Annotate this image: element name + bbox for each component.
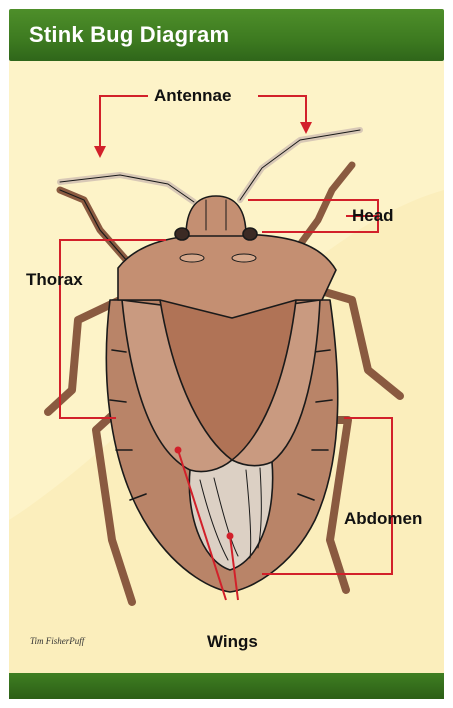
wing-dot-right bbox=[227, 533, 234, 540]
antennae-callout-left bbox=[100, 96, 148, 148]
label-thorax: Thorax bbox=[26, 270, 83, 290]
antennae-arrow-left bbox=[94, 146, 106, 158]
label-wings: Wings bbox=[207, 632, 258, 652]
right-antenna-outline bbox=[240, 130, 360, 200]
footer-banner bbox=[9, 673, 444, 699]
pronotum-spot-right bbox=[232, 254, 256, 262]
label-abdomen: Abdomen bbox=[344, 509, 422, 529]
antennae-arrow-right bbox=[300, 122, 312, 134]
front-right-leg bbox=[296, 165, 352, 250]
right-eye bbox=[243, 228, 257, 240]
label-antennae: Antennae bbox=[154, 86, 231, 106]
left-eye bbox=[175, 228, 189, 240]
pronotum-spot-left bbox=[180, 254, 204, 262]
label-head: Head bbox=[352, 206, 394, 226]
wing-dot-left bbox=[175, 447, 182, 454]
antennae-callout-right bbox=[258, 96, 306, 124]
illustrator-credit: Tim FisherPuff bbox=[30, 636, 84, 646]
